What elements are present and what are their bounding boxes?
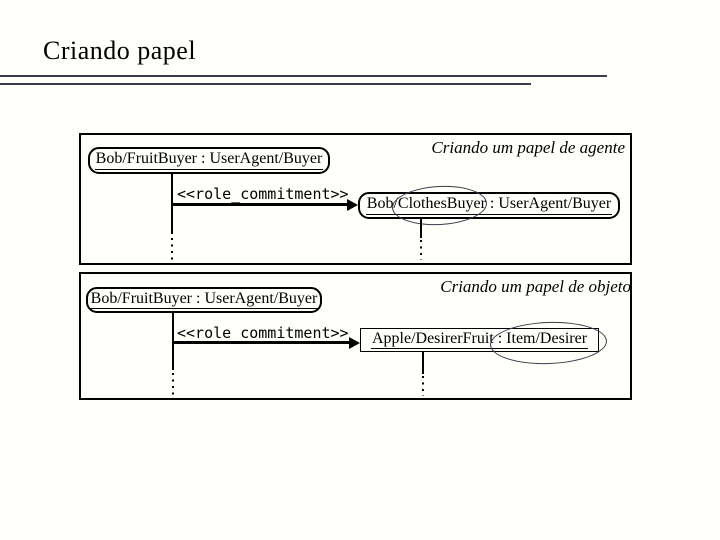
- object-label: Bob/ClothesBuyer : UserAgent/Buyer: [365, 195, 613, 215]
- lifeline-target-ellipsis: [422, 376, 424, 396]
- title-rule-top: [0, 75, 607, 77]
- lifeline-target-ellipsis: [420, 240, 422, 260]
- object-label: Apple/DesirerFruit : Item/Desirer: [370, 330, 589, 350]
- lifeline-source-ellipsis: [172, 373, 174, 396]
- object-box-target: Apple/DesirerFruit : Item/Desirer: [360, 328, 599, 352]
- highlight-ellipse: [489, 319, 608, 367]
- object-box-target: Bob/ClothesBuyer : UserAgent/Buyer: [358, 192, 620, 219]
- diagram-frame-object-role: Criando um papel de objeto Bob/FruitBuye…: [79, 272, 632, 400]
- diagram-frame-agent-role: Criando um papel de agente Bob/FruitBuye…: [79, 133, 632, 265]
- arrow-head-icon: [347, 198, 358, 211]
- lifeline-target: [420, 219, 422, 238]
- message-line: [171, 203, 348, 206]
- object-label: Bob/FruitBuyer : UserAgent/Buyer: [89, 290, 319, 310]
- title-rule-bottom: [0, 83, 531, 85]
- message-line: [172, 341, 350, 344]
- arrow-head-icon: [349, 336, 360, 349]
- object-label: Bob/FruitBuyer : UserAgent/Buyer: [94, 150, 324, 170]
- message-label: <<role_commitment>>: [177, 185, 349, 203]
- object-box-source: Bob/FruitBuyer : UserAgent/Buyer: [88, 147, 330, 174]
- lifeline-target: [422, 352, 424, 374]
- diagram-caption: Criando um papel de agente: [431, 138, 625, 157]
- lifeline-source-ellipsis: [171, 238, 173, 260]
- object-box-source: Bob/FruitBuyer : UserAgent/Buyer: [86, 287, 322, 313]
- slide-title: Criando papel: [43, 36, 197, 65]
- message-label: <<role_commitment>>: [177, 324, 349, 342]
- highlight-ellipse: [391, 183, 488, 228]
- diagram-caption: Criando um papel de objeto: [440, 277, 631, 296]
